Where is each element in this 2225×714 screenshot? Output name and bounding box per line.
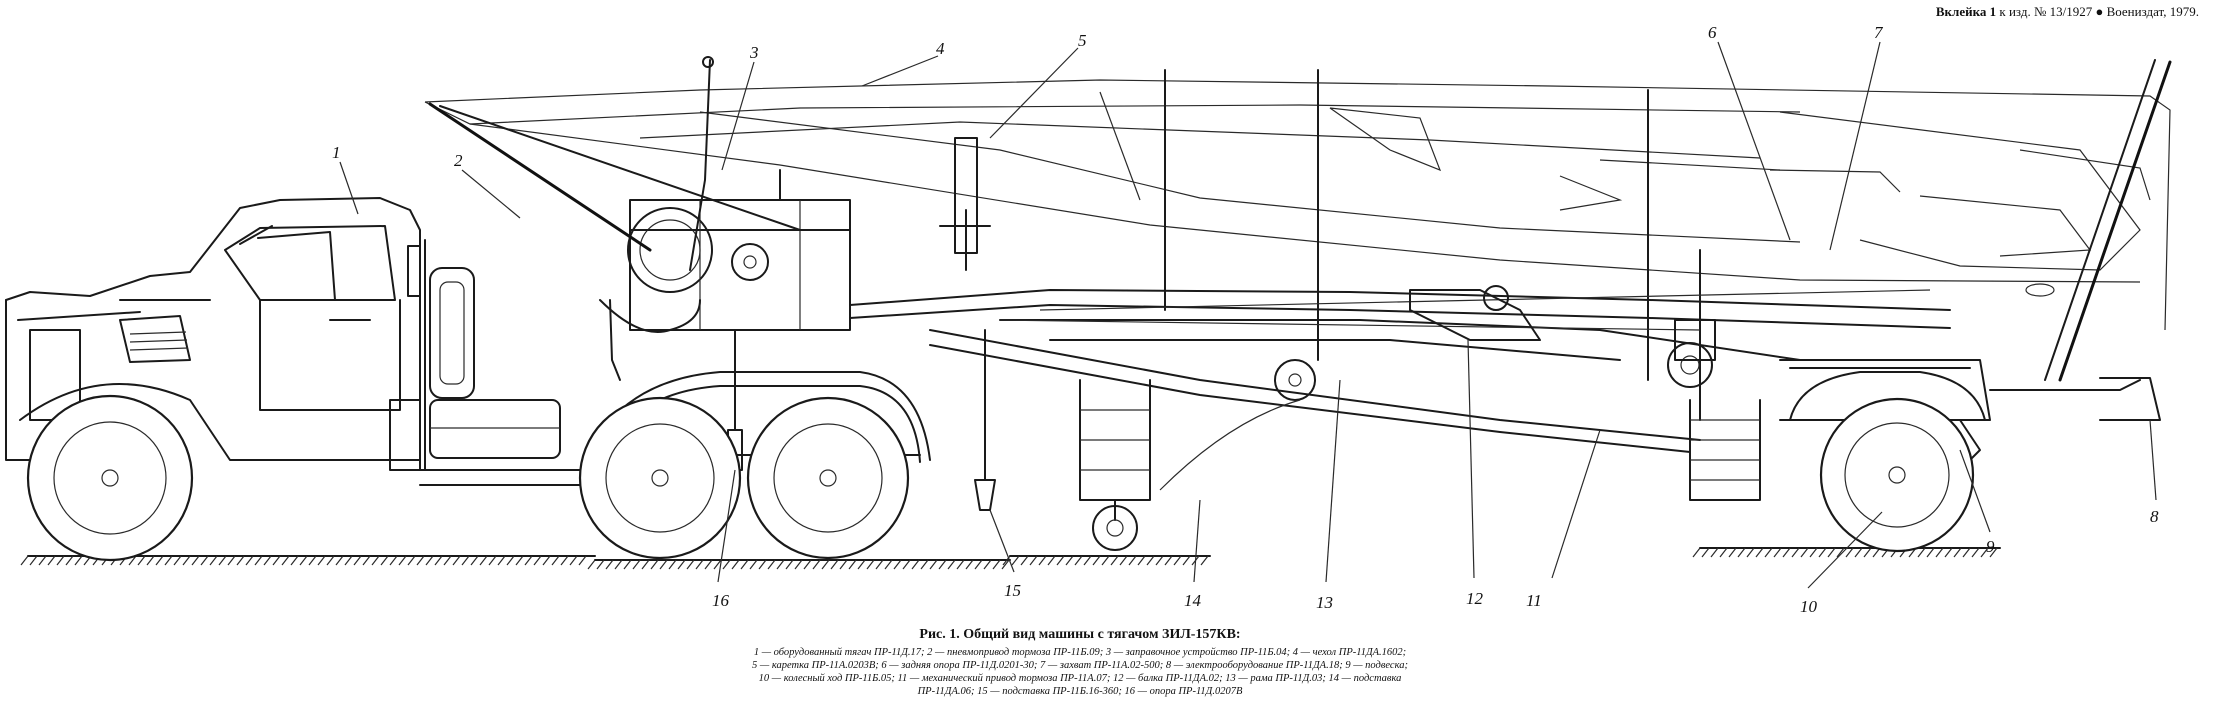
publication-ref: к изд. № 13/1927: [1999, 4, 2093, 19]
callout-16: 16: [712, 591, 730, 610]
caption-line-1: 1 — оборудованный тягач ПР-11Д.17; 2 — п…: [753, 647, 1407, 658]
callout-7: 7: [1874, 23, 1884, 42]
rear-wheel-2: [746, 396, 910, 560]
caption-line-3: 10 — колесный ход ПР-11Б.05; 11 — механи…: [758, 673, 1402, 684]
callout-4: 4: [936, 39, 945, 58]
wheels: [26, 394, 1975, 562]
callout-labels: 1 2 3 4 5 6 7 8 9 10 11 12 13 14 15 16: [332, 23, 2159, 616]
front-wheel: [26, 394, 194, 562]
callout-3: 3: [749, 43, 759, 62]
callout-12: 12: [1466, 589, 1484, 608]
callout-2: 2: [454, 151, 463, 170]
callout-5: 5: [1078, 31, 1087, 50]
callout-11: 11: [1526, 591, 1542, 610]
callout-1: 1: [332, 143, 341, 162]
caption-line-2: 5 — каретка ПР-11А.0203В; 6 — задняя опо…: [752, 660, 1408, 671]
callout-14: 14: [1184, 591, 1202, 610]
rear-wheel-1: [578, 396, 742, 560]
trailer-wheel: [1819, 397, 1975, 553]
figure-caption: Рис. 1. Общий вид машины с тягачом ЗИЛ-1…: [700, 627, 1460, 698]
insert-header: Вклейка 1 к изд. № 13/1927 ● Воениздат, …: [1936, 4, 2199, 20]
callout-10: 10: [1800, 597, 1818, 616]
caption-line-4: ПР-11ДА.06; 15 — подставка ПР-11Б.16-360…: [917, 686, 1243, 697]
insert-number: Вклейка 1: [1935, 4, 1997, 19]
caption-title: Рис. 1. Общий вид машины с тягачом ЗИЛ-1…: [919, 627, 1241, 642]
leader-lines: [339, 41, 2157, 589]
callout-9: 9: [1986, 537, 1995, 556]
rocket-cover-outline: [424, 79, 2171, 331]
callout-15: 15: [1004, 581, 1021, 600]
publisher: Воениздат, 1979.: [2106, 4, 2199, 19]
ground: [20, 547, 2001, 570]
header-dot-icon: ●: [2095, 4, 2104, 19]
callout-6: 6: [1708, 23, 1717, 42]
callout-8: 8: [2150, 507, 2159, 526]
callout-13: 13: [1316, 593, 1333, 612]
